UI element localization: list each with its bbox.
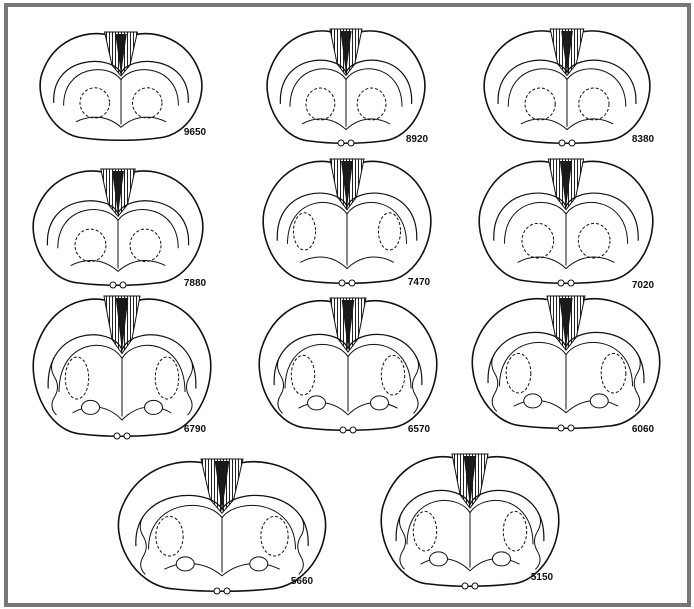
ventral-circle xyxy=(350,427,356,433)
brain-section-8: 6570 xyxy=(259,298,437,435)
ventral-circle xyxy=(124,433,130,439)
ventral-circle xyxy=(568,280,574,286)
ventral-circle xyxy=(569,140,575,146)
brain-section-5: 7470 xyxy=(263,159,431,288)
section-label: 8380 xyxy=(632,134,655,145)
ventral-circle xyxy=(558,280,564,286)
ventral-circle xyxy=(568,425,574,431)
ventral-circle xyxy=(340,427,346,433)
brain-section-10: 5660 xyxy=(118,459,325,594)
ventral-nucleus xyxy=(430,552,448,566)
brain-section-9: 6060 xyxy=(472,296,659,435)
section-label: 7470 xyxy=(408,277,431,288)
ventral-circle xyxy=(114,433,120,439)
brain-section-11: 5150 xyxy=(381,454,559,589)
section-label: 7880 xyxy=(184,278,207,289)
ventral-nucleus xyxy=(176,557,194,571)
ventral-nucleus xyxy=(308,396,326,410)
ventral-nucleus xyxy=(590,394,608,408)
ventral-circle xyxy=(224,588,230,594)
ventral-nucleus xyxy=(524,394,542,408)
ventral-circle xyxy=(349,280,355,286)
ventral-circle xyxy=(110,282,116,288)
section-label: 6790 xyxy=(184,424,207,435)
ventral-circle xyxy=(339,280,345,286)
section-label: 6570 xyxy=(408,424,431,435)
ventral-circle xyxy=(120,282,126,288)
section-label: 5150 xyxy=(531,572,554,583)
section-label: 8920 xyxy=(406,134,429,145)
brain-section-4: 7880 xyxy=(33,169,206,289)
brain-section-6: 7020 xyxy=(479,159,654,291)
ventral-nucleus xyxy=(145,400,163,414)
section-label: 9650 xyxy=(184,127,207,138)
ventral-circle xyxy=(462,583,468,589)
ventral-nucleus xyxy=(493,552,511,566)
section-label: 5660 xyxy=(291,576,314,587)
section-label: 7020 xyxy=(632,280,655,291)
brain-section-2: 8920 xyxy=(267,29,428,146)
section-label: 6060 xyxy=(632,424,655,435)
ventral-circle xyxy=(472,583,478,589)
ventral-nucleus xyxy=(371,396,389,410)
ventral-circle xyxy=(559,140,565,146)
brain-section-7: 6790 xyxy=(33,296,211,439)
brain-section-3: 8380 xyxy=(484,29,654,146)
ventral-circle xyxy=(348,140,354,146)
ventral-nucleus xyxy=(82,400,100,414)
ventral-circle xyxy=(558,425,564,431)
ventral-circle xyxy=(338,140,344,146)
ventral-nucleus xyxy=(250,557,268,571)
brain-section-1: 9650 xyxy=(40,32,206,140)
ventral-circle xyxy=(214,588,220,594)
